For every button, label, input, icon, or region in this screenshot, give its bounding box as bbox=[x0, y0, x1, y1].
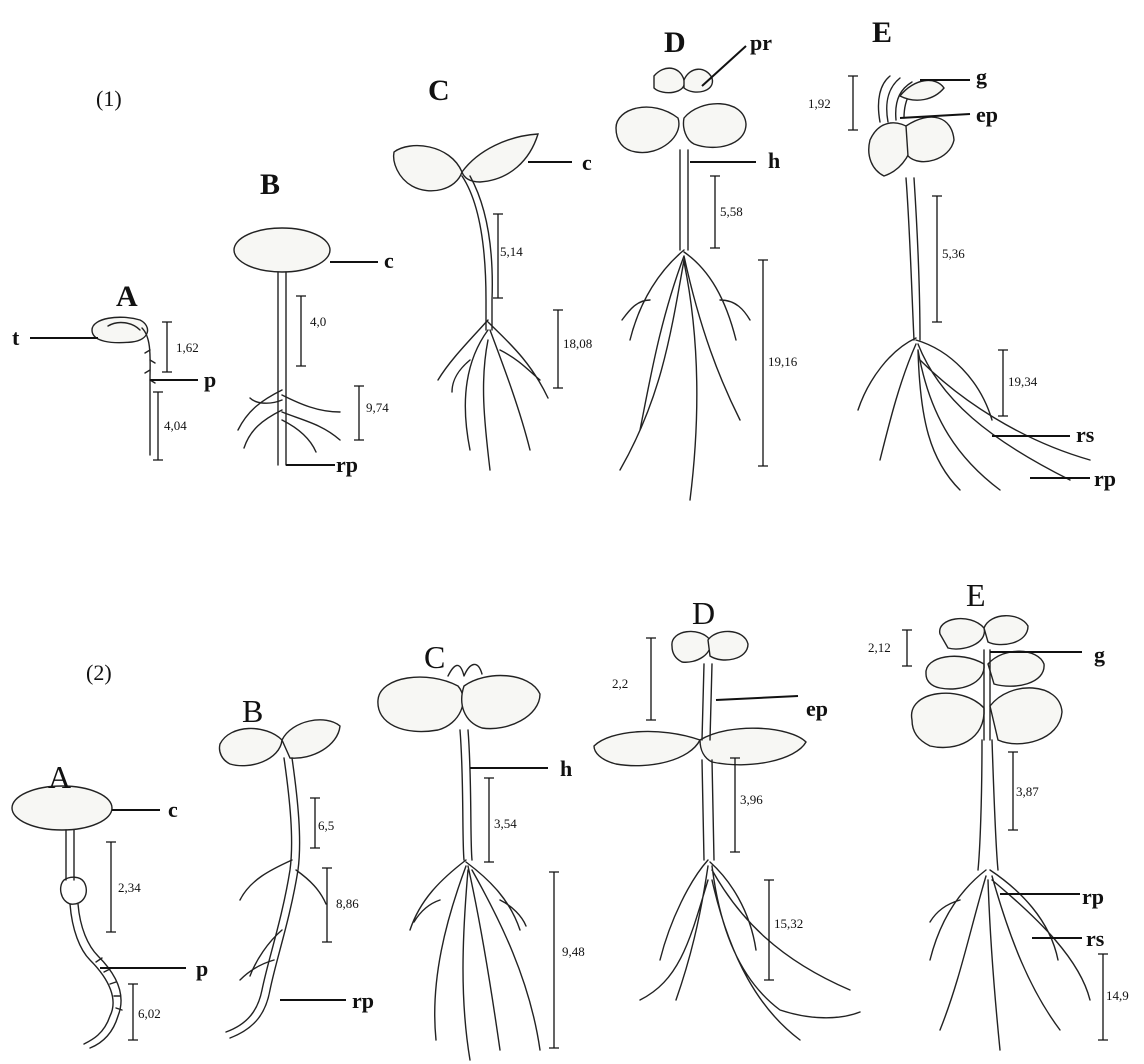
stage-2b-letter: B bbox=[242, 693, 263, 729]
measure-2b-2: 8,86 bbox=[336, 896, 359, 911]
measure-2a-2: 6,02 bbox=[138, 1006, 161, 1021]
part-2e-rs: rs bbox=[1086, 926, 1105, 951]
measure-2d-2: 3,96 bbox=[740, 792, 763, 807]
part-1e-g: g bbox=[976, 64, 987, 89]
stage-2e-letter: E bbox=[966, 577, 986, 613]
seedling-2a bbox=[12, 786, 122, 1048]
measure-2d-3: 15,32 bbox=[774, 916, 803, 931]
part-1a-t: t bbox=[12, 325, 20, 350]
stage-2c-letter: C bbox=[424, 639, 445, 675]
part-2b-rp: rp bbox=[352, 988, 374, 1013]
part-2d-ep: ep bbox=[806, 696, 828, 721]
measure-2b-1: 6,5 bbox=[318, 818, 334, 833]
part-1e-rs: rs bbox=[1076, 422, 1095, 447]
measure-2e-3: 14,9 bbox=[1106, 988, 1129, 1003]
stage-1a-letter: A bbox=[116, 280, 138, 313]
measure-1d-2: 19,16 bbox=[768, 354, 798, 369]
part-1d-h: h bbox=[768, 148, 780, 173]
measure-2e-2: 3,87 bbox=[1016, 784, 1039, 799]
measure-2c-1: 3,54 bbox=[494, 816, 517, 831]
stage-2d-letter: D bbox=[692, 595, 715, 631]
stage-1e-letter: E bbox=[872, 16, 892, 49]
group-1-label: (1) bbox=[96, 86, 122, 111]
part-1e-rp: rp bbox=[1094, 466, 1116, 491]
seedling-1a bbox=[92, 317, 155, 455]
measure-1e-1: 1,92 bbox=[808, 96, 831, 111]
stage-1d-letter: D bbox=[664, 26, 686, 59]
measure-1a-2: 4,04 bbox=[164, 418, 187, 433]
part-2c-h: h bbox=[560, 756, 572, 781]
seedling-1c bbox=[394, 134, 548, 470]
seedling-1b bbox=[234, 228, 340, 465]
part-2e-rp: rp bbox=[1082, 884, 1104, 909]
seedling-1d bbox=[616, 68, 750, 500]
stage-1b-letter: B bbox=[260, 168, 280, 201]
measure-1b-2: 9,74 bbox=[366, 400, 389, 415]
group-2-label: (2) bbox=[86, 660, 112, 685]
seedling-2e bbox=[912, 616, 1090, 1050]
stage-2a-letter: A bbox=[48, 759, 71, 795]
measure-1b-1: 4,0 bbox=[310, 314, 326, 329]
part-2a-c: c bbox=[168, 797, 178, 822]
part-1e-ep: ep bbox=[976, 102, 998, 127]
part-2e-g: g bbox=[1094, 642, 1105, 667]
seedling-2d bbox=[594, 631, 860, 1040]
measure-2e-1: 2,12 bbox=[868, 640, 891, 655]
part-2a-p: p bbox=[196, 956, 208, 981]
seedling-2c bbox=[378, 664, 540, 1060]
part-1c-c: c bbox=[582, 150, 592, 175]
seedling-2b bbox=[219, 720, 340, 1038]
measure-2c-2: 9,48 bbox=[562, 944, 585, 959]
stage-1c-letter: C bbox=[428, 74, 450, 107]
measure-1c-2: 18,08 bbox=[563, 336, 592, 351]
measure-1a-1: 1,62 bbox=[176, 340, 199, 355]
measure-1d-1: 5,58 bbox=[720, 204, 743, 219]
measure-1e-3: 19,34 bbox=[1008, 374, 1038, 389]
seedling-1e bbox=[858, 76, 1090, 490]
measure-1e-2: 5,36 bbox=[942, 246, 965, 261]
part-1b-rp: rp bbox=[336, 452, 358, 477]
part-1d-pr: pr bbox=[750, 30, 772, 55]
measure-2a-1: 2,34 bbox=[118, 880, 141, 895]
measure-1c-1: 5,14 bbox=[500, 244, 523, 259]
part-1b-c: c bbox=[384, 248, 394, 273]
measure-2d-1: 2,2 bbox=[612, 676, 628, 691]
part-1a-p: p bbox=[204, 367, 216, 392]
